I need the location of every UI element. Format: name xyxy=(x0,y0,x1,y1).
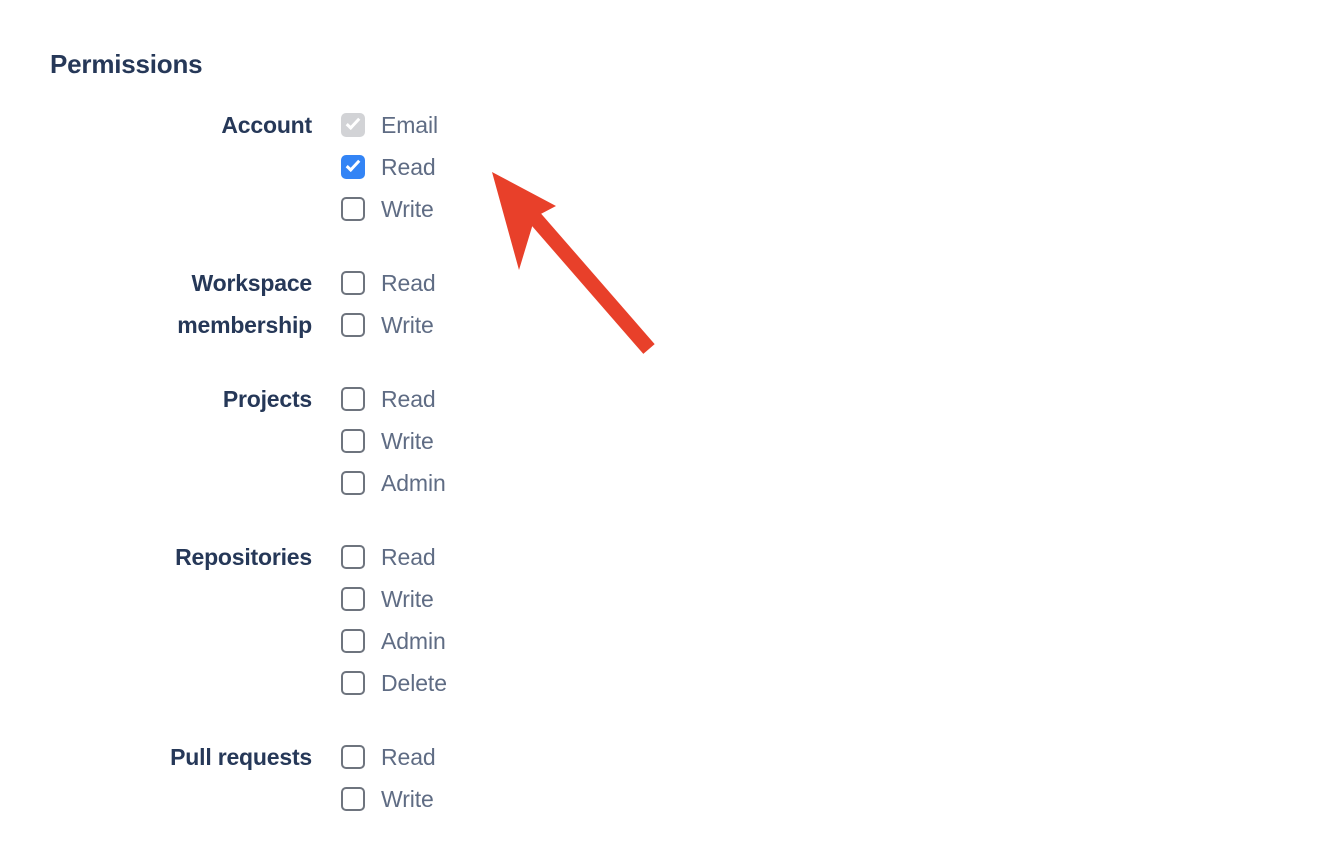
checkbox-workspace-membership-read-icon[interactable] xyxy=(341,271,365,295)
option-row: Email xyxy=(341,104,700,146)
checkmark-icon xyxy=(345,114,361,131)
group-label-projects: Projects xyxy=(0,378,341,420)
permission-group-runners: RunnersReadWrite xyxy=(700,642,1322,726)
option-label: Write xyxy=(381,785,434,812)
permission-group-issues: IssuesReadWrite xyxy=(700,104,1322,188)
checkbox-projects-write-icon[interactable] xyxy=(341,429,365,453)
group-label-runners: Runners xyxy=(700,642,1322,684)
option-label: Write xyxy=(381,195,434,222)
group-label-line: Account xyxy=(221,112,312,138)
checkbox-projects-admin-icon[interactable] xyxy=(341,471,365,495)
checkbox-repositories-read-icon[interactable] xyxy=(341,545,365,569)
option-label: Read xyxy=(381,269,436,296)
option-row[interactable]: Admin xyxy=(341,462,700,504)
group-label-issues: Issues xyxy=(700,104,1322,146)
option-row[interactable]: Read xyxy=(341,146,700,188)
group-label-line: Snippets xyxy=(700,294,1322,336)
checkbox-account-email-icon xyxy=(341,113,365,137)
option-label: Write xyxy=(381,427,434,454)
group-label-wikis: Wikis xyxy=(700,220,1322,262)
option-label: Email xyxy=(381,111,439,138)
option-label: Read xyxy=(381,543,436,570)
option-label: Read xyxy=(381,153,436,180)
option-row[interactable]: Read xyxy=(341,378,700,420)
group-label-workspace-membership: Workspace membership xyxy=(0,262,341,346)
group-label-line: Projects xyxy=(222,386,312,412)
option-row[interactable]: Write xyxy=(341,578,700,620)
checkbox-account-write-icon[interactable] xyxy=(341,197,365,221)
checkmark-icon xyxy=(345,156,361,173)
group-label-snippets: Snippets xyxy=(700,294,1322,336)
option-label: Read xyxy=(381,743,436,770)
group-label-account: Account xyxy=(0,104,341,146)
option-row[interactable]: Write xyxy=(341,778,700,820)
permission-group-pipelines: PipelinesReadWriteEdit variables xyxy=(700,484,1322,610)
checkbox-account-read-icon[interactable] xyxy=(341,155,365,179)
option-label: Write xyxy=(381,311,434,338)
option-label: Read xyxy=(381,385,436,412)
option-row[interactable]: Delete xyxy=(341,662,700,704)
page-title: Permissions xyxy=(50,49,203,79)
group-label-pull-requests: Pull requests xyxy=(0,736,341,778)
checkbox-workspace-membership-write-icon[interactable] xyxy=(341,313,365,337)
checkbox-repositories-write-icon[interactable] xyxy=(341,587,365,611)
option-row[interactable]: Read xyxy=(341,736,700,778)
permission-group-snippets: SnippetsReadWrite xyxy=(700,294,1322,378)
option-row[interactable]: Read xyxy=(341,262,700,304)
option-row[interactable]: Admin xyxy=(341,620,700,662)
group-label-line: membership xyxy=(177,312,312,338)
group-label-line: Pipelines xyxy=(700,484,1322,526)
permission-group-wikis: WikisRead and write xyxy=(700,220,1322,262)
group-label-line: Webhooks xyxy=(700,410,1322,452)
group-label-line: Repositories xyxy=(175,544,312,570)
option-label: Write xyxy=(381,585,434,612)
checkbox-projects-read-icon[interactable] xyxy=(341,387,365,411)
option-label: Admin xyxy=(381,469,446,496)
checkbox-repositories-delete-icon[interactable] xyxy=(341,671,365,695)
option-label: Admin xyxy=(381,627,446,654)
group-label-line: Workspace xyxy=(191,270,313,296)
option-row[interactable]: Read xyxy=(341,536,700,578)
option-row[interactable]: Write xyxy=(341,188,700,230)
group-label-pipelines: Pipelines xyxy=(700,484,1322,526)
group-label-line: Issues xyxy=(700,104,1322,146)
permission-group-webhooks: WebhooksRead and write xyxy=(700,410,1322,452)
group-label-line: Pull requests xyxy=(170,744,312,770)
checkbox-repositories-admin-icon[interactable] xyxy=(341,629,365,653)
group-label-webhooks: Webhooks xyxy=(700,410,1322,452)
permissions-column-right: IssuesReadWriteWikisRead and writeSnippe… xyxy=(700,104,1322,726)
checkbox-pull-requests-write-icon[interactable] xyxy=(341,787,365,811)
checkbox-pull-requests-read-icon[interactable] xyxy=(341,745,365,769)
group-label-repositories: Repositories xyxy=(0,536,341,578)
option-row[interactable]: Write xyxy=(341,420,700,462)
option-label: Delete xyxy=(381,669,447,696)
group-label-line: Wikis xyxy=(700,220,1322,262)
option-row[interactable]: Write xyxy=(341,304,700,346)
group-label-line: Runners xyxy=(700,642,1322,684)
